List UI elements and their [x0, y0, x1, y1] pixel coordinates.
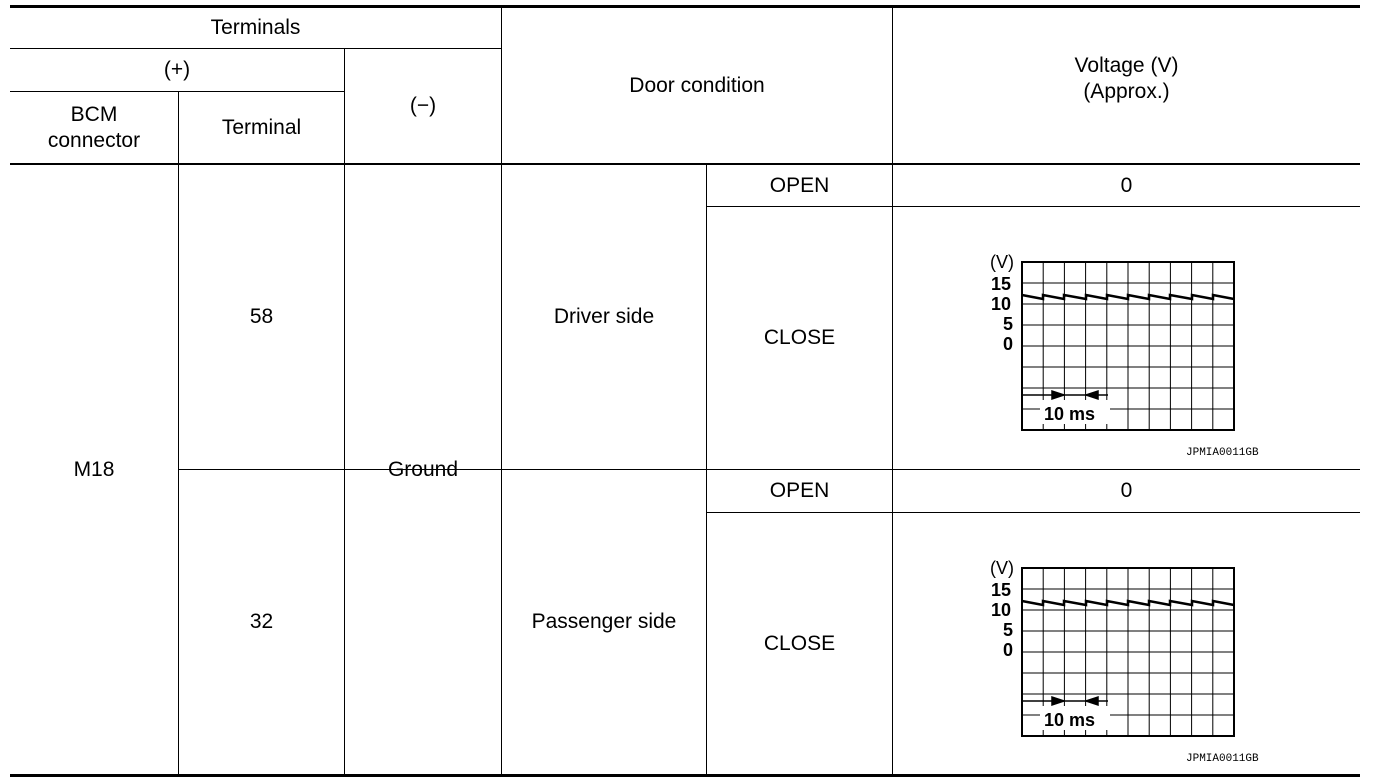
tick-label: 10	[991, 600, 1011, 620]
header-door-condition: Door condition	[629, 73, 765, 97]
tick-label: 15	[991, 274, 1011, 294]
door-side: Passenger side	[531, 610, 677, 633]
header-terminal: Terminal	[221, 115, 302, 139]
waveform-graph: (V) 15 10 5 0 10 ms JPMIA0011GB	[980, 248, 1290, 468]
terminal-value: 32	[249, 610, 274, 633]
waveform-graph: (V) 15 10 5 0 10 ms JPMIA0011GB	[980, 554, 1290, 774]
ground-value: Ground	[387, 457, 459, 481]
header-minus: (−)	[409, 94, 437, 117]
figure-code: JPMIA0011GB	[1186, 447, 1259, 459]
tick-label: 5	[1003, 620, 1013, 640]
scope-grid	[1021, 567, 1235, 737]
unit-label: (V)	[990, 558, 1014, 578]
timebase-marker	[1022, 695, 1108, 707]
open-label: OPEN	[769, 479, 830, 502]
tick-label: 0	[1003, 640, 1013, 660]
door-side: Driver side	[553, 305, 655, 328]
bcm-connector-value: M18	[73, 457, 115, 481]
tick-label: 15	[991, 580, 1011, 600]
terminal-value: 58	[249, 305, 274, 328]
header-terminals: Terminals	[210, 16, 301, 39]
header-voltage: Voltage (V) (Approx.)	[1074, 53, 1179, 103]
tick-label: 10	[991, 294, 1011, 314]
tick-label: 0	[1003, 334, 1013, 354]
figure-code: JPMIA0011GB	[1186, 753, 1259, 765]
unit-label: (V)	[990, 252, 1014, 272]
open-voltage: 0	[1120, 479, 1133, 502]
voltage-waveform	[1021, 293, 1235, 301]
scope-grid	[1021, 261, 1235, 431]
tick-label: 5	[1003, 314, 1013, 334]
open-label: OPEN	[769, 173, 830, 197]
open-voltage: 0	[1120, 173, 1133, 197]
header-bcm-connector: BCM connector	[47, 102, 141, 152]
timebase-label: 10 ms	[1044, 710, 1095, 730]
close-label: CLOSE	[763, 631, 836, 655]
timebase-label: 10 ms	[1044, 404, 1095, 424]
timebase-marker	[1022, 389, 1108, 401]
close-label: CLOSE	[763, 326, 836, 349]
header-plus: (+)	[163, 58, 191, 81]
voltage-waveform	[1021, 599, 1235, 607]
